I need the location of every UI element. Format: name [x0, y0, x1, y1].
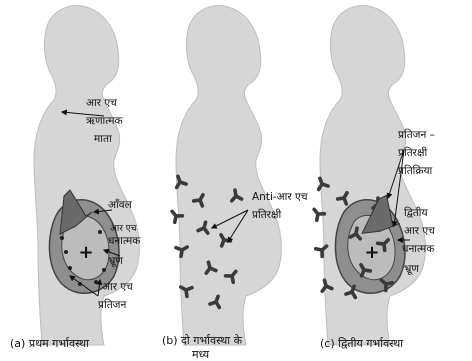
label-mother-2: ऋणात्मक [86, 114, 123, 128]
panel-b [168, 6, 281, 345]
mother-silhouette-a [34, 6, 139, 345]
label-placenta: आँवल [108, 198, 132, 212]
panel-a: + [34, 6, 139, 345]
label-fetus2-1: द्वितीय [404, 206, 428, 220]
positive-sign-a: + [78, 242, 93, 263]
label-antibody-2: प्रतिरक्षी [252, 208, 281, 222]
label-fetus-3: भ्रूण [108, 254, 123, 268]
caption-b-2: मध्य [192, 348, 209, 361]
label-reaction-1: प्रतिजन – [398, 128, 435, 142]
label-mother-1: आर एच [86, 96, 117, 110]
caption-b-1: (b) दो गर्भावस्था के [162, 334, 242, 347]
label-reaction-2: प्रतिरक्षी [398, 146, 427, 160]
positive-sign-c: + [364, 242, 379, 263]
label-fetus-2: धनात्मक [108, 234, 140, 248]
label-antigen-2: प्रतिजन [98, 298, 126, 312]
label-fetus2-2: आर एच [404, 224, 435, 238]
mother-silhouette-b [176, 6, 281, 345]
caption-a: (a) प्रथम गर्भावस्था [10, 337, 89, 350]
label-fetus2-3: धनात्मक [402, 242, 434, 256]
label-fetus2-4: भ्रूण [404, 262, 419, 276]
label-antigen-1: आर एच [102, 280, 133, 294]
label-antibody-1: Anti-आर एच [252, 190, 308, 204]
label-mother-3: माता [94, 132, 112, 146]
label-reaction-3: प्रतिक्रिया [398, 164, 432, 178]
caption-c: (c) द्वितीय गर्भावस्था [320, 337, 403, 350]
